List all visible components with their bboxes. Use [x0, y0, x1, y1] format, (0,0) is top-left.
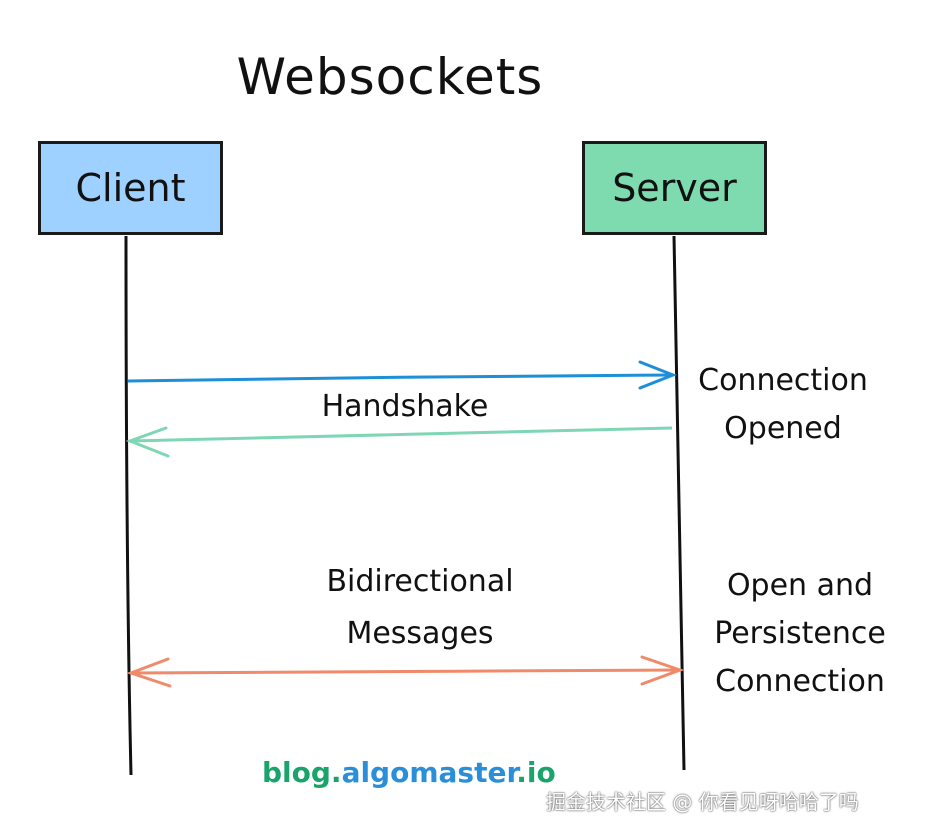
- client-label: Client: [75, 166, 186, 210]
- server-label: Server: [612, 166, 737, 210]
- watermark-part2: algomaster: [341, 756, 517, 789]
- bidirectional-line2: Messages: [346, 616, 494, 651]
- handshake-response-arrow: [125, 426, 673, 458]
- watermark-part1: blog.: [262, 756, 342, 789]
- handshake-request-arrow: [127, 360, 678, 390]
- client-box: Client: [38, 141, 223, 235]
- client-lifeline: [124, 235, 133, 776]
- bidirectional-line1: Bidirectional: [326, 564, 514, 599]
- handshake-label: Handshake: [321, 389, 489, 424]
- persistent-line1: Open and: [726, 568, 874, 603]
- server-lifeline: [672, 235, 686, 771]
- page-title: Websockets: [236, 48, 544, 106]
- connection-opened-line1: Connection: [698, 363, 868, 398]
- bidirectional-label: Bidirectional Messages: [270, 556, 570, 660]
- footer-credit: 掘金技术社区 @ 你看见呀哈哈了吗: [546, 790, 859, 814]
- watermark-part3: .io: [516, 756, 556, 789]
- connection-opened-note: Connection Opened: [688, 357, 878, 453]
- persistent-line2: Persistence: [714, 616, 886, 651]
- watermark: blog.algomaster.io: [262, 756, 556, 789]
- bidirectional-arrow: [126, 655, 685, 688]
- persistent-line3: Connection: [715, 664, 885, 699]
- connection-opened-line2: Opened: [724, 411, 842, 446]
- persistent-connection-note: Open and Persistence Connection: [700, 562, 900, 706]
- server-box: Server: [582, 141, 767, 235]
